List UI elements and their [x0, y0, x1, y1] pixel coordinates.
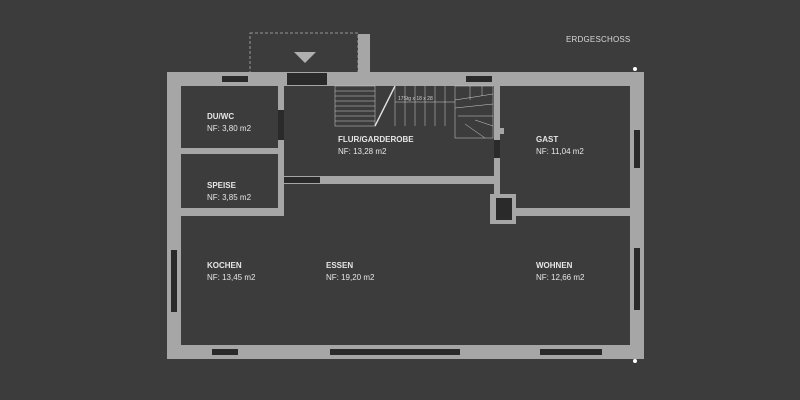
room-du-wc: DU/WC NF: 3,80 m2: [207, 112, 251, 134]
room-name: DU/WC: [207, 112, 235, 121]
room-name: GAST: [536, 135, 559, 144]
room-name: WOHNEN: [536, 261, 573, 270]
entrance-arrow-icon: [294, 52, 316, 63]
chimney: [358, 34, 370, 74]
room-name: KOCHEN: [207, 261, 242, 270]
room-gast: GAST NF: 11,04 m2: [536, 135, 584, 157]
openings: [171, 73, 640, 355]
room-area: NF: 12,66 m2: [536, 273, 585, 282]
stair-note: 17Stg x 18 x 28: [398, 96, 433, 102]
staircase: [334, 85, 494, 139]
room-area: NF: 13,45 m2: [207, 273, 256, 282]
room-speise: SPEISE NF: 3,85 m2: [207, 181, 251, 203]
room-name: ESSEN: [326, 261, 354, 270]
room-wohnen: WOHNEN NF: 12,66 m2: [536, 261, 584, 283]
room-flur-garderobe: FLUR/GARDEROBE NF: 13,28 m2: [338, 135, 414, 157]
room-area: NF: 11,04 m2: [536, 147, 584, 156]
floor-label: ERDGESCHOSS: [566, 35, 631, 44]
room-name: FLUR/GARDEROBE: [338, 135, 414, 144]
entrance-canopy: [249, 32, 359, 74]
outer-walls: [167, 72, 644, 359]
room-area: NF: 19,20 m2: [326, 273, 375, 282]
room-area: NF: 13,28 m2: [338, 147, 387, 156]
room-name: SPEISE: [207, 181, 236, 190]
room-essen: ESSEN NF: 19,20 m2: [326, 261, 374, 283]
room-area: NF: 3,85 m2: [207, 193, 252, 202]
corner-marker: [633, 359, 637, 363]
room-area: NF: 3,80 m2: [207, 124, 252, 133]
room-kochen: KOCHEN NF: 13,45 m2: [207, 261, 255, 283]
corner-marker: [633, 67, 637, 71]
